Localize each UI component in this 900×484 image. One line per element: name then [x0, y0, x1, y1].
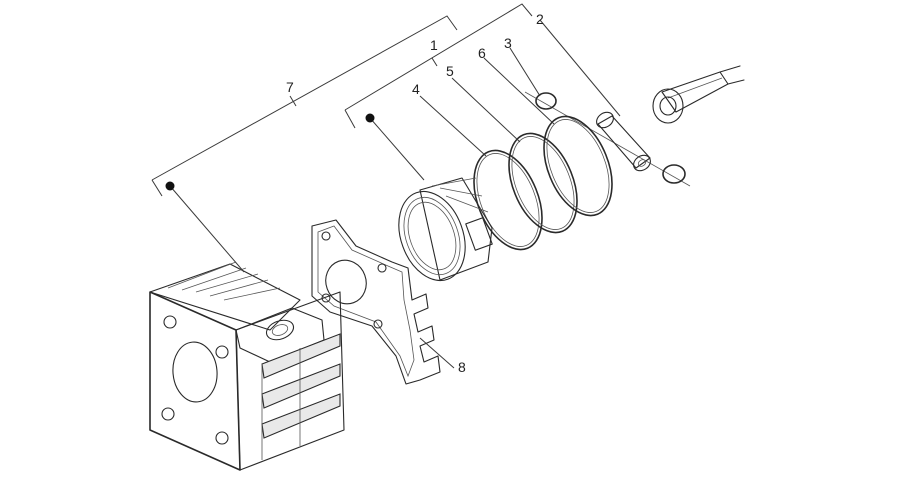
piston-icon	[398, 177, 493, 282]
callout-7: 7	[286, 79, 294, 95]
callout-1: 1	[430, 37, 438, 53]
leader-4	[419, 95, 487, 157]
leader-1	[369, 117, 425, 181]
leader-6	[483, 57, 555, 125]
leader-2	[539, 19, 621, 117]
callout-8: 8	[458, 359, 466, 375]
group-bracket-1	[344, 3, 533, 129]
leader-5	[451, 77, 521, 143]
group-bracket-7	[151, 15, 458, 197]
bullet-dot-1	[365, 113, 375, 123]
leader-8	[419, 337, 455, 369]
callout-5: 5	[446, 63, 454, 79]
callout-6: 6	[478, 45, 486, 61]
callout-3: 3	[504, 35, 512, 51]
circlip-icon	[535, 92, 686, 184]
piston-pin-icon	[596, 111, 651, 172]
callout-4: 4	[412, 81, 420, 97]
leader-7	[169, 185, 245, 273]
piston-ring-icon	[543, 115, 613, 217]
bullet-dot-7	[165, 181, 175, 191]
callout-2: 2	[536, 11, 544, 27]
cylinder-block-icon	[149, 261, 345, 471]
piston-ring-icon	[508, 132, 578, 234]
leader-3	[509, 47, 541, 97]
base-gasket-icon	[311, 219, 441, 385]
leader-lines	[169, 19, 621, 369]
connecting-rod-icon	[652, 65, 745, 124]
